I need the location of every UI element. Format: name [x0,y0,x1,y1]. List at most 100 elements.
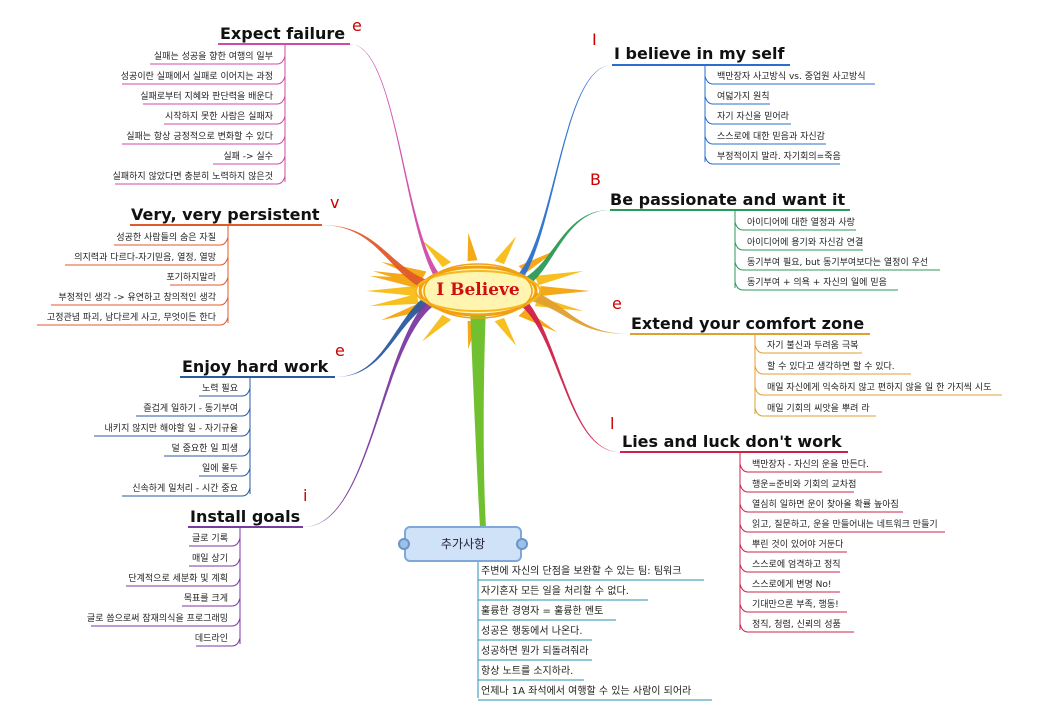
branch-item[interactable]: 고정관념 파괴, 남다르게 사고, 무엇이든 한다 [46,313,216,323]
branch-item[interactable]: 목표를 크게 [183,594,228,604]
branch-connector-passionate [498,210,610,297]
branch-title-passionate[interactable]: Be passionate and want it [610,190,846,209]
branch-item[interactable]: 할 수 있다고 생각하면 할 수 있다. [767,362,895,372]
branch-item[interactable]: 포기하지말라 [166,273,216,283]
branch-item[interactable]: 뿌린 것이 있어야 거둔다 [752,540,844,550]
sun-ray [366,286,416,296]
branch-item[interactable]: 즐겁게 일하기 - 동기부여 [143,404,238,414]
branch-item[interactable]: 데드라인 [194,634,228,644]
branch-item[interactable]: 행운=준비와 기회의 교차점 [752,480,857,490]
branch-item[interactable]: 여덟가지 원칙 [717,92,770,102]
sun-ray [540,286,590,296]
branch-item[interactable]: 동기부여 + 의욕 + 자신의 일에 믿음 [747,278,887,288]
branch-item[interactable]: 시작하지 못한 사람은 실패자 [165,112,273,122]
branch-letter-comfort: e [612,294,622,313]
extra-topic-box[interactable]: 추가사항 [404,526,522,562]
extra-box-right-handle[interactable] [516,538,528,550]
branch-item-underline [199,467,251,477]
branch-item[interactable]: 읽고, 질문하고, 운을 만들어내는 네트워크 만들기 [752,520,938,530]
branch-item[interactable]: 아이디어에 대한 열정과 사랑 [747,218,855,228]
branch-item-underline [164,115,286,125]
branch-item[interactable]: 글로 씀으로써 잠재의식을 프로그래밍 [86,614,228,624]
branch-title-comfort-zone[interactable]: Extend your comfort zone [631,314,865,333]
branch-item[interactable]: 백만장자 - 자신의 운을 만든다. [752,460,869,470]
branch-item[interactable]: 성공이란 실패에서 실패로 이어지는 과정 [120,72,273,82]
branch-item-underline [754,407,876,417]
branch-title-lies-luck[interactable]: Lies and luck don't work [622,432,842,451]
branch-item[interactable]: 스스로에 엄격하고 정직 [752,560,841,570]
branch-item-underline [734,281,898,291]
extra-item[interactable]: 주변에 자신의 단점을 보완할 수 있는 팀: 팀워크 [481,566,682,577]
branch-item[interactable]: 노력 필요 [202,384,238,394]
branch-item-underline [739,603,847,613]
branch-item[interactable]: 매일 상기 [192,554,228,564]
branch-item-underline [91,617,241,627]
branch-item-underline [164,447,251,457]
branch-item[interactable]: 스스로에게 변명 No! [752,580,832,590]
extra-item[interactable]: 훌륭한 경영자 = 훌륭한 멘토 [481,606,604,617]
sun-ray [467,232,478,262]
branch-item[interactable]: 백만장자 사고방식 vs. 중업원 사고방식 [717,72,866,82]
extra-item[interactable]: 자기혼자 모든 일을 처리할 수 없다. [481,586,629,597]
branch-letter-persistent: v [330,193,340,212]
branch-item[interactable]: 스스로에 대한 믿음과 자신감 [717,132,825,142]
sun-ray [494,236,517,265]
branch-item[interactable]: 정직, 청렴, 신뢰의 성품 [752,620,841,630]
branch-item[interactable]: 자기 불신과 두려움 극복 [767,341,859,351]
item-underlines [37,43,1002,701]
sun-ray [369,294,420,307]
extra-item[interactable]: 성공하면 뭔가 되돌려줘라 [481,646,589,657]
branch-item-underline [170,276,229,286]
branch-item[interactable]: 내키지 않지만 해야할 일 - 자기규율 [104,424,238,434]
branch-item-underline [739,623,854,633]
branch-item[interactable]: 매일 기회의 씨앗을 뿌려 라 [767,404,870,414]
branch-title-persistent[interactable]: Very, very persistent [131,205,320,224]
sun-ray [369,275,420,288]
branch-item[interactable]: 덜 중요한 일 피생 [171,444,238,454]
branch-item[interactable]: 의지력과 다르다-자기믿음, 열정, 열망 [74,253,216,263]
branch-item[interactable]: 단계적으로 세분화 및 계획 [128,574,228,584]
branch-title-hard-work[interactable]: Enjoy hard work [182,357,329,376]
branch-item-underline [189,557,241,567]
branch-item-underline [115,175,286,185]
branch-item[interactable]: 매일 자신에게 익숙하지 않고 편하지 않을 일 한 가지씩 시도 [767,383,992,393]
branch-item[interactable]: 실패로부터 지혜와 판단력을 배운다 [140,92,273,102]
branch-item-underline [734,221,856,231]
branch-item[interactable]: 성공한 사람들의 숨은 자질 [116,233,216,243]
branch-item-underline [51,296,229,306]
branch-item[interactable]: 글로 기록 [192,534,228,544]
branch-item[interactable]: 아이디어에 용기와 자신감 연결 [747,238,864,248]
branch-item-underline [739,483,854,493]
branch-item[interactable]: 부정적이지 말라. 자기회의=죽음 [717,152,841,162]
extra-item[interactable]: 언제나 1A 좌석에서 여행할 수 있는 사람이 되어라 [481,686,692,697]
branch-item-underline [136,407,251,417]
sun-ray [534,271,584,286]
center-node [415,263,541,319]
branch-item[interactable]: 실패하지 않았다면 충분히 노력하지 않은것 [112,172,274,182]
branch-item[interactable]: 신속하게 일처리 - 시간 중요 [132,484,238,494]
branch-title-expect-failure[interactable]: Expect failure [220,24,346,43]
branch-item[interactable]: 일에 몰두 [202,464,238,474]
extra-item[interactable]: 항상 노트를 소지하라. [481,666,574,677]
branch-item-underline [37,316,229,326]
branch-item[interactable]: 동기부여 필요, but 동기부여보다는 열정이 우선 [747,258,929,268]
branch-item[interactable]: 부정적인 생각 -> 유연하고 창의적인 생각 [58,293,216,303]
branch-title-install-goals[interactable]: Install goals [190,507,301,526]
branch-item[interactable]: 실패 -> 실수 [223,152,273,162]
branch-letter-passionate: B [590,170,601,189]
branch-connector-luck [498,285,620,453]
branch-item-underline [704,135,826,145]
branch-item[interactable]: 실패는 항상 긍정적으로 변화할 수 있다 [126,132,273,142]
branch-item-underline [150,55,286,65]
branch-item[interactable]: 실패는 성공을 향한 여행의 일부 [153,52,273,62]
branch-item[interactable]: 열심히 일하면 운이 찾아올 확률 높아짐 [752,500,899,510]
branch-item[interactable]: 자기 자신을 믿어라 [717,112,789,122]
center-label: I Believe [436,280,520,300]
extra-item[interactable]: 성공은 행동에서 나온다. [481,626,583,637]
branch-item-underline [126,577,241,587]
branch-item-underline [122,135,286,145]
branch-item[interactable]: 기대만으론 부족, 행동! [752,600,839,610]
extra-box-left-handle[interactable] [398,538,410,550]
branch-item-underline [199,387,251,397]
branch-title-believe-self[interactable]: I believe in my self [614,44,785,63]
